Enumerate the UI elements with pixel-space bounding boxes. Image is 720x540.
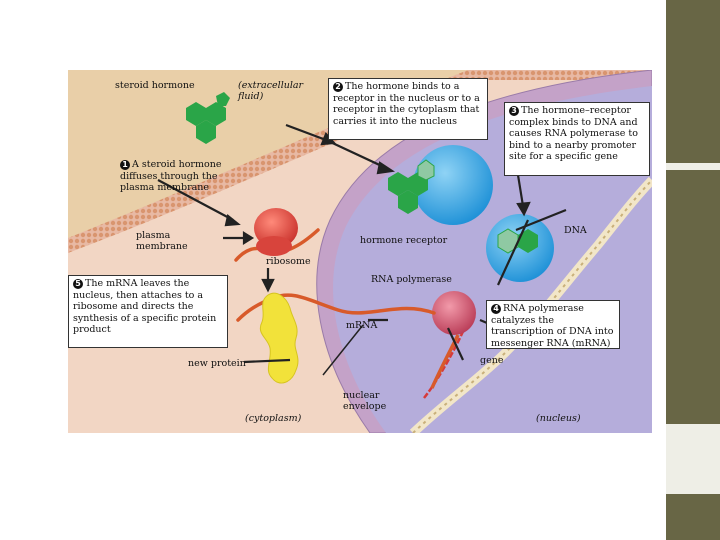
label-plasma-membrane: plasma membrane [136,230,188,252]
hormone-molecule-at-dna [497,228,538,254]
label-extracellular-fluid: (extracellular fluid) [238,80,304,102]
ribosome-small-subunit [256,236,292,256]
label-new-protein: new protein [188,358,246,369]
label-nucleus: (nucleus) [536,413,581,424]
step-1-number: 1 [120,160,130,170]
sidebar-block-middle [666,170,720,424]
label-dna: DNA [564,225,587,236]
step-3-number: 3 [509,106,519,116]
mrna-transcript [430,334,460,389]
step-4-number: 4 [491,304,501,314]
sidebar-block-top [666,0,720,163]
step-5-number: 5 [73,279,83,289]
slide-sidebar [666,0,720,540]
label-nuclear-envelope: nuclear envelope [343,390,387,412]
label-rna-polymerase: RNA polymerase [371,274,452,285]
label-ribosome: ribosome [266,256,311,267]
step-4-text: RNA polymerase catalyzes the transcripti… [491,303,614,349]
step-1-text: A steroid hormone diffuses through the p… [120,159,222,193]
hormone-molecule-extracellular [186,92,230,144]
step-2-number: 2 [333,82,343,92]
hormone-molecule-bound [388,159,435,214]
step-3-text: The hormone–receptor complex binds to DN… [509,105,638,162]
mrna-strand-nucleus [236,293,436,322]
label-hormone-receptor: hormone receptor [360,235,448,246]
step-2-text: The hormone binds to a receptor in the n… [333,81,480,127]
rna-polymerase-shape [432,291,476,335]
label-mrna: mRNA [346,320,378,331]
label-cytoplasm: (cytoplasm) [245,413,302,424]
steroid-hormone-diagram: steroid hormone (extracellular fluid) pl… [68,70,652,433]
sidebar-block-bottom [666,494,720,540]
label-steroid-hormone: steroid hormone [115,80,195,91]
label-gene: gene [480,355,504,366]
step-5-text: The mRNA leaves the nucleus, then attach… [73,278,217,335]
